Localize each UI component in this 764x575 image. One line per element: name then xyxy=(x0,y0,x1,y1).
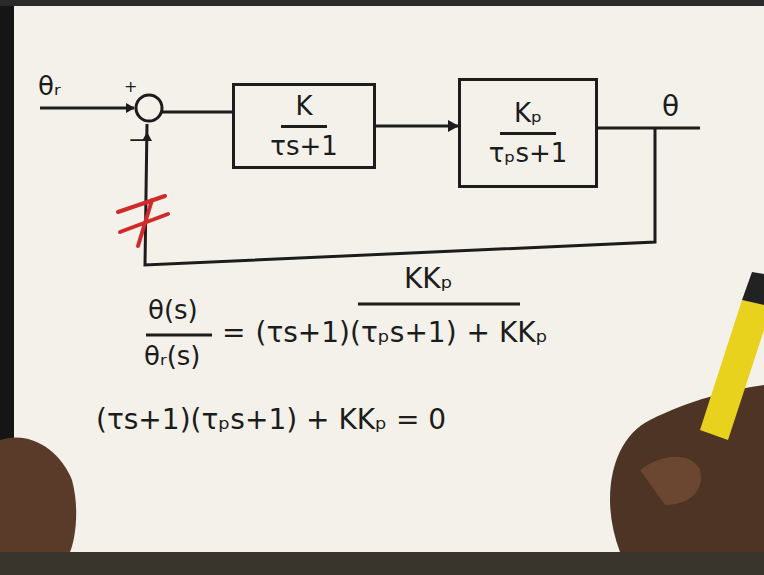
frame-edge xyxy=(0,552,764,575)
transfer-block: Kₚτₚs+1 xyxy=(458,78,598,188)
equation-text: θ(s) xyxy=(148,296,198,325)
marker-cap xyxy=(742,272,764,305)
marker-pen xyxy=(700,300,764,440)
equation-text: θ xyxy=(662,92,679,123)
equation-text: θᵣ xyxy=(38,72,61,101)
equation-text: + KKₚ xyxy=(467,318,548,349)
equation-text: (τs+1)(τₚs+1) + KKₚ = 0 xyxy=(96,405,446,436)
equation-text: = xyxy=(222,318,245,349)
fraction-bar xyxy=(146,334,212,337)
left-hand xyxy=(0,437,76,552)
transfer-block: Kτs+1 xyxy=(232,83,376,169)
frame-edge xyxy=(0,0,764,6)
equation-text: θᵣ(s) xyxy=(144,342,200,371)
summing-junction xyxy=(136,95,162,121)
red-break-mark xyxy=(118,196,168,246)
right-fingers xyxy=(640,457,701,505)
output-line xyxy=(598,127,700,130)
equation-text: + xyxy=(124,78,137,96)
fraction-bar xyxy=(358,303,520,306)
equation-text: (τs+1)(τₚs+1) xyxy=(255,318,456,349)
input-line xyxy=(40,107,134,110)
block-denominator: τₚs+1 xyxy=(483,137,574,170)
signal-arrow xyxy=(376,125,458,128)
right-hand xyxy=(610,385,764,552)
block-gain: Kₚ xyxy=(500,97,556,135)
equation-text: KKₚ xyxy=(404,264,453,295)
block-denominator: τs+1 xyxy=(264,130,344,163)
error-line xyxy=(162,111,232,114)
block-gain: K xyxy=(281,90,326,128)
equation-text: − xyxy=(128,128,146,152)
feedback-line xyxy=(145,124,655,265)
